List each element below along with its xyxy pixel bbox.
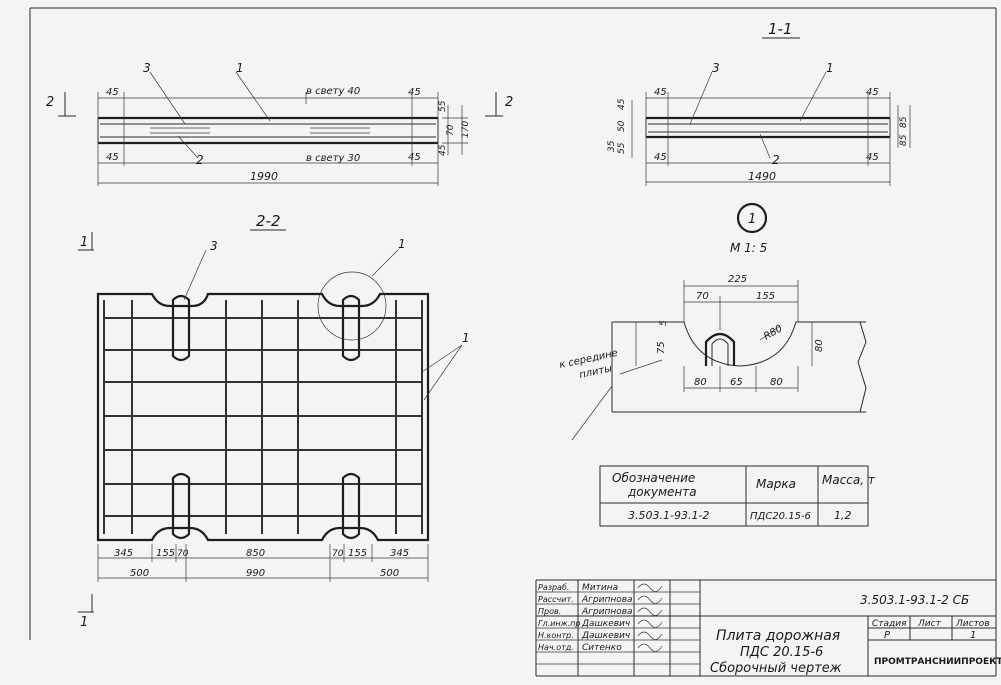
- side-dim-45-tr: 45: [408, 87, 421, 98]
- plan-dim-500-l: 500: [130, 568, 149, 579]
- section-1-1-title: 1-1: [768, 20, 793, 38]
- plan-dim-850: 850: [246, 548, 265, 559]
- detail-scale: М 1: 5: [730, 241, 767, 255]
- side-callout-1: 1: [236, 61, 244, 75]
- plan-2-2-title: 2-2: [256, 212, 281, 230]
- side-length: 1990: [250, 170, 278, 183]
- side-cut-mark-left: 2: [46, 95, 54, 110]
- spec-cell-mass: 1,2: [834, 509, 852, 522]
- s11-dim-45-tr: 45: [866, 87, 879, 98]
- detail-dim-225: 225: [728, 274, 747, 285]
- s11-dim-35: 35: [607, 140, 617, 152]
- tb-name-5: Ситенко: [582, 643, 622, 653]
- plan-callout-1-side: 1: [462, 331, 470, 345]
- tb-name-4: Дашкевич: [581, 631, 630, 641]
- side-dim-70: 70: [446, 124, 456, 136]
- plan-cut-mark-bottom: 1: [80, 615, 88, 630]
- tb-document-code: 3.503.1-93.1-2 СБ: [860, 593, 969, 607]
- detail-view: [571, 280, 867, 441]
- side-section-view: [58, 71, 503, 186]
- plan-dim-345-l: 345: [114, 548, 133, 559]
- detail-number: 1: [748, 212, 756, 227]
- detail-dim-80-side: 80: [814, 339, 825, 352]
- plan-view: [78, 232, 463, 613]
- plan-dim-155-r: 155: [348, 548, 367, 559]
- s11-dim-85a: 85: [899, 116, 909, 128]
- s11-dim-50: 50: [617, 120, 627, 132]
- s11-callout-2: 2: [772, 153, 780, 167]
- s11-dim-85b: 85: [899, 134, 909, 146]
- s11-dim-45-tl: 45: [654, 87, 667, 98]
- plan-dim-70-r: 70: [332, 549, 344, 559]
- side-dim-45-tl: 45: [106, 87, 119, 98]
- detail-dim-5: 5: [659, 320, 669, 326]
- spec-header-document-2: документа: [627, 485, 697, 499]
- detail-dim-65: 65: [730, 377, 743, 388]
- tb-title-line-2: ПДС 20.15-6: [740, 645, 823, 660]
- plan-dim-70-l: 70: [177, 549, 189, 559]
- plan-dim-500-r: 500: [380, 568, 399, 579]
- side-dim-45-br: 45: [408, 152, 421, 163]
- tb-role-2: Пров.: [538, 607, 561, 616]
- tb-name-1: Агрипнова: [581, 595, 633, 605]
- tb-title-line-1: Плита дорожная: [716, 628, 840, 644]
- tb-role-1: Рассчит.: [538, 595, 574, 604]
- spec-cell-mark: ПДС20.15-6: [750, 511, 811, 522]
- detail-radius: R80: [762, 323, 785, 342]
- side-dim-45-bl: 45: [106, 152, 119, 163]
- side-cut-mark-right: 2: [505, 95, 513, 110]
- tb-name-2: Агрипнова: [581, 607, 633, 617]
- section-1-1-view: [631, 71, 911, 186]
- s11-dim-55: 55: [617, 142, 627, 154]
- tb-name-0: Митина: [582, 583, 618, 593]
- plan-cut-mark-top: 1: [80, 235, 88, 250]
- tb-sheets-value: 1: [970, 630, 976, 641]
- plan-callout-1-top: 1: [398, 237, 406, 251]
- side-dim-45-right: 45: [438, 144, 448, 156]
- tb-stage-header: Стадия: [872, 619, 907, 629]
- s11-dim-45-br: 45: [866, 152, 879, 163]
- side-callout-3: 3: [143, 61, 151, 75]
- tb-name-3: Дашкевич: [581, 619, 630, 629]
- plan-callout-3: 3: [210, 239, 218, 253]
- spec-header-mass: Масса, т: [822, 473, 876, 487]
- detail-dim-70: 70: [696, 291, 709, 302]
- detail-dim-155: 155: [756, 291, 775, 302]
- s11-dim-45-side: 45: [617, 98, 627, 110]
- detail-dim-75: 75: [656, 341, 667, 354]
- s11-callout-1: 1: [826, 61, 834, 75]
- tb-sheet-header: Лист: [917, 619, 942, 629]
- tb-role-0: Разраб.: [538, 583, 569, 592]
- plan-dim-155-l: 155: [156, 548, 175, 559]
- detail-dim-80-r: 80: [770, 377, 783, 388]
- spec-table: [599, 465, 869, 527]
- tb-role-4: Н.контр.: [538, 631, 574, 640]
- plan-dim-345-r: 345: [390, 548, 409, 559]
- tb-role-3: Гл.инж.пр: [538, 619, 581, 628]
- spec-header-mark: Марка: [756, 477, 796, 491]
- tb-title-line-3: Сборочный чертеж: [710, 661, 842, 676]
- spec-cell-document: 3.503.1-93.1-2: [628, 509, 709, 522]
- tb-organization: ПРОМТРАНСНИИПРОЕКТ: [874, 657, 1001, 667]
- detail-marker: [736, 202, 768, 234]
- side-dim-170: 170: [461, 121, 471, 138]
- side-label-clear-40: в свету 40: [306, 86, 360, 97]
- tb-sheets-header: Листов: [955, 619, 990, 629]
- detail-dim-80-l: 80: [694, 377, 707, 388]
- s11-callout-3: 3: [712, 61, 720, 75]
- tb-stage-value: Р: [884, 630, 891, 641]
- tb-role-5: Нач.отд.: [538, 643, 574, 652]
- title-block: [535, 579, 996, 676]
- side-dim-55: 55: [438, 100, 448, 112]
- s11-length: 1490: [748, 170, 776, 183]
- s11-dim-45-bl: 45: [654, 152, 667, 163]
- plan-dim-990: 990: [246, 568, 265, 579]
- side-callout-2: 2: [196, 153, 204, 167]
- sheet-frame: [29, 7, 997, 677]
- signatures: [637, 583, 663, 652]
- spec-header-document-1: Обозначение: [612, 471, 695, 485]
- side-label-clear-30: в свету 30: [306, 153, 360, 164]
